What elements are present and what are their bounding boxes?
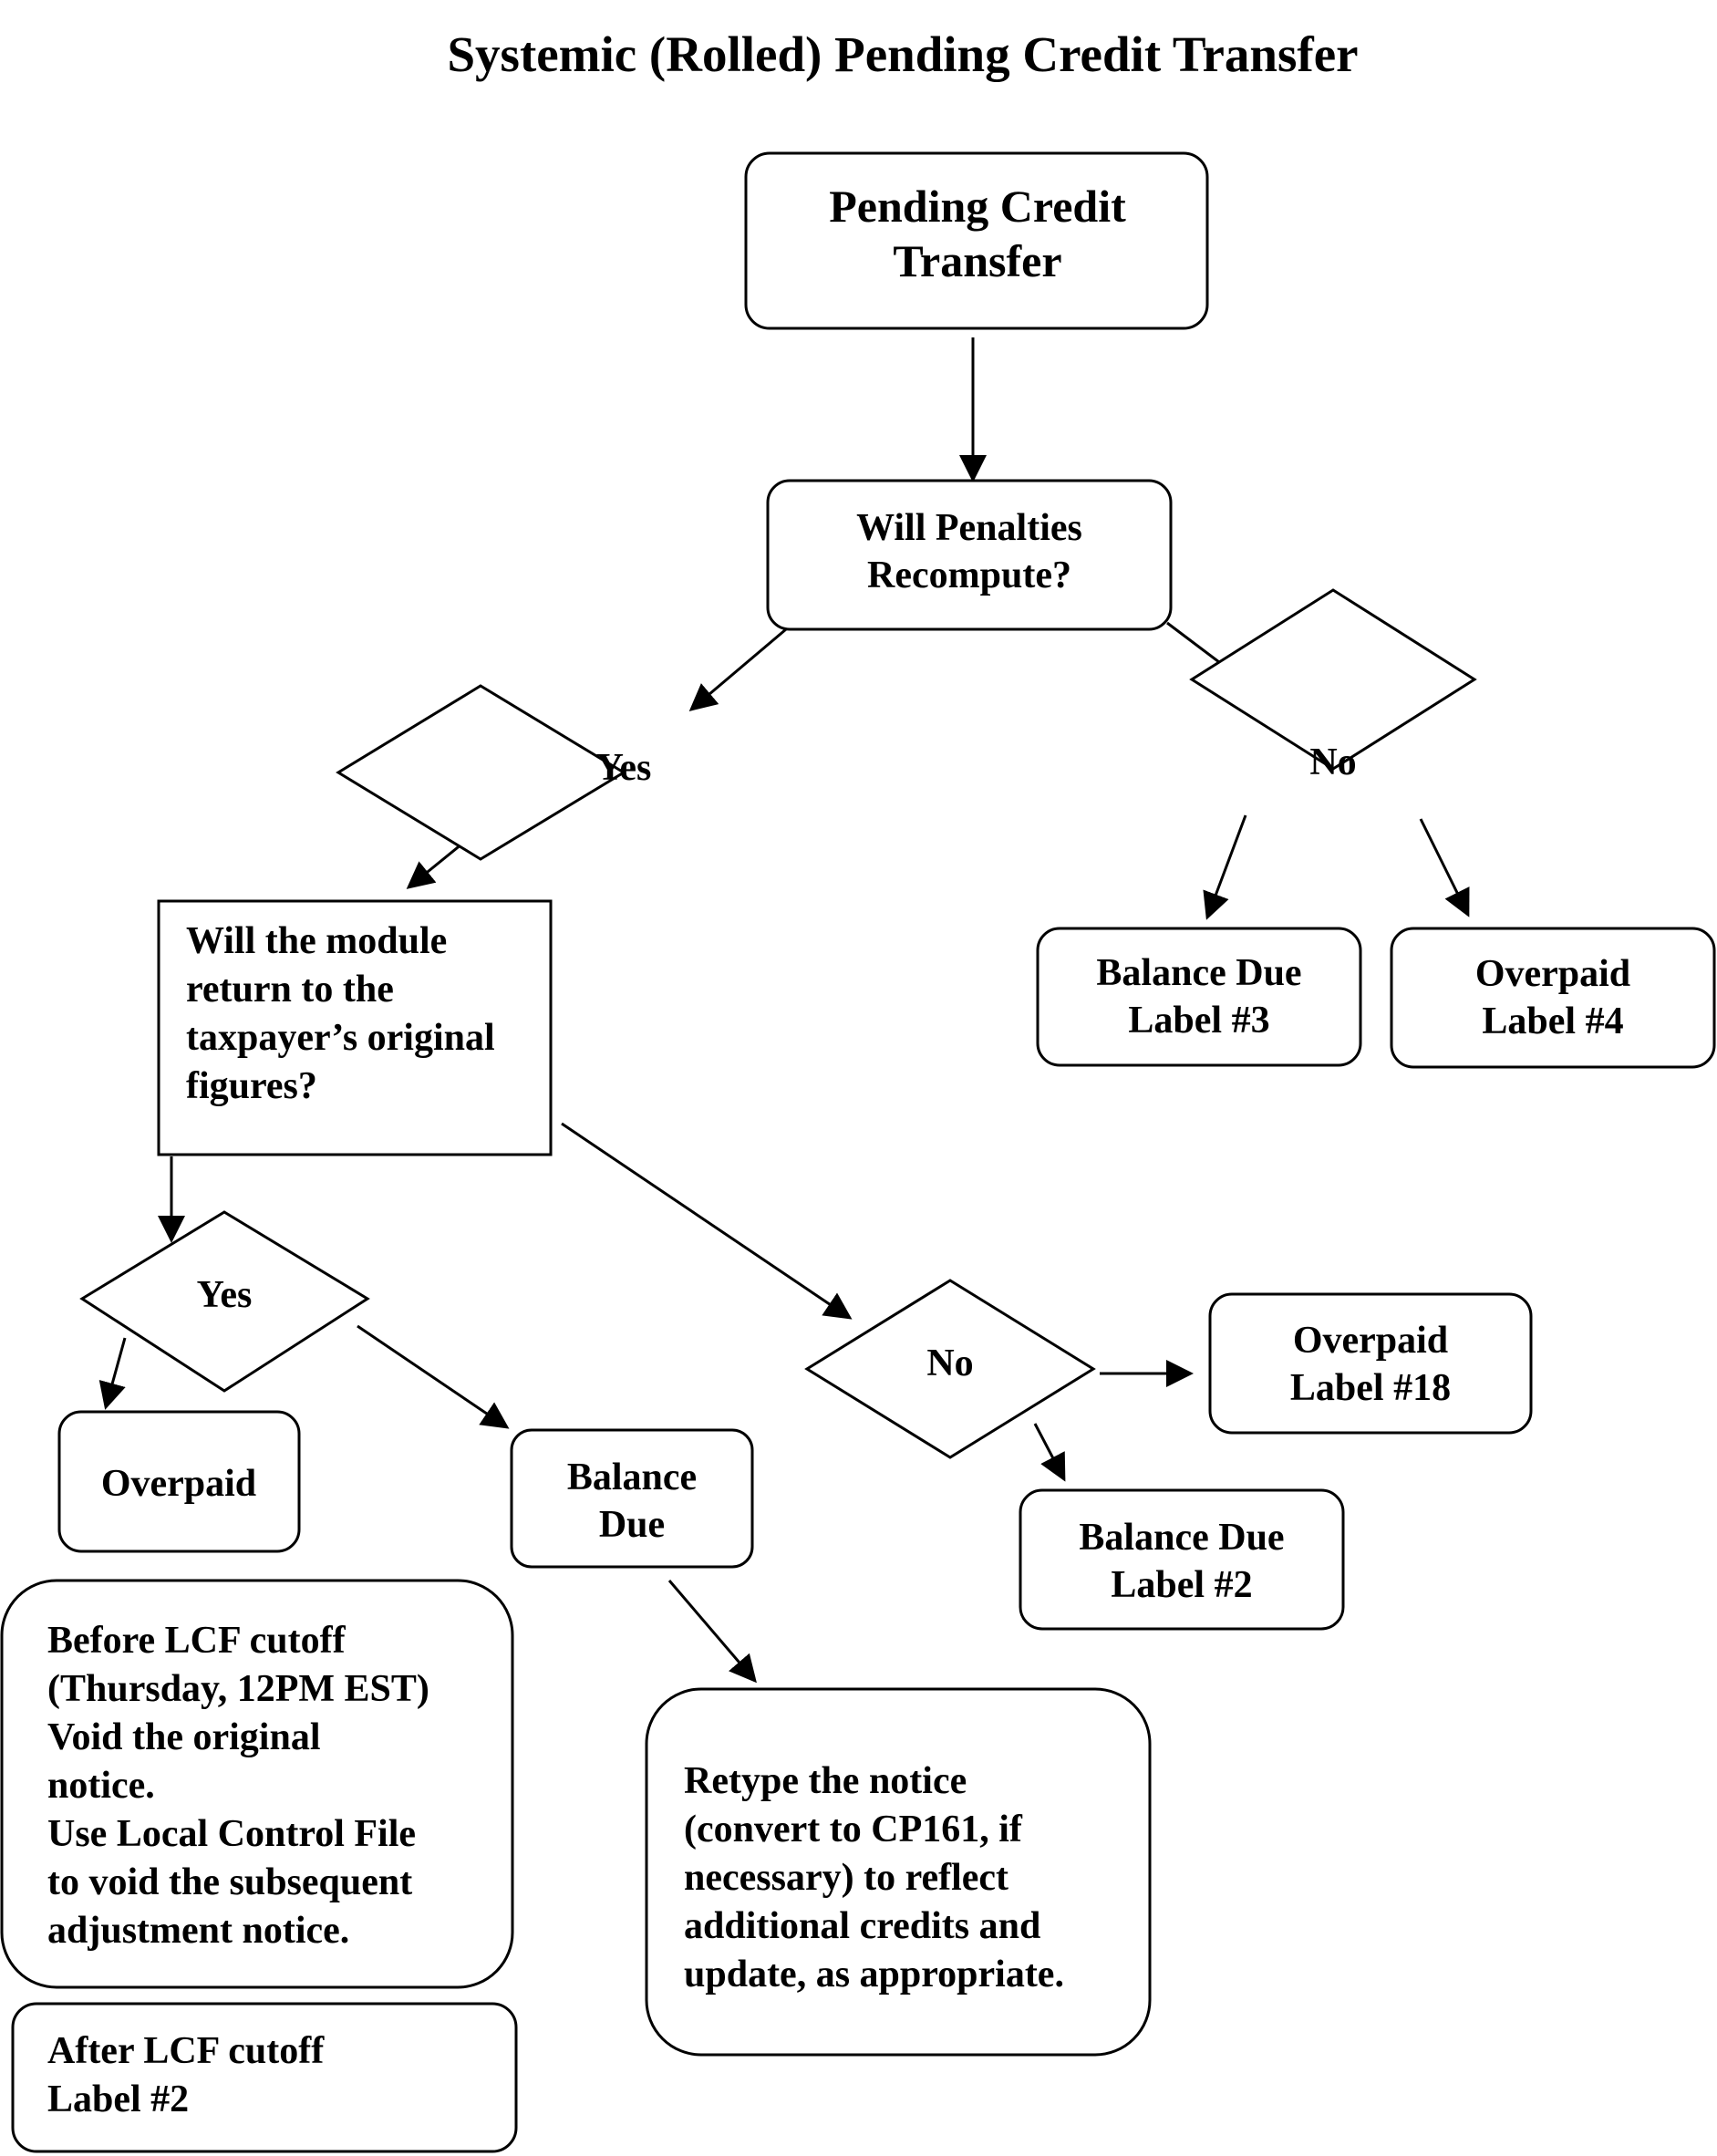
node-retype-notice-label: Retype the notice (convert to CP161, if ne…: [684, 1760, 1064, 1995]
node-balance-due-label-line-2: Due: [599, 1504, 665, 1546]
node-retype-notice-label-line-5: update, as appropriate.: [684, 1954, 1064, 1995]
node-overpaid-label4-label-line-2: Label #4: [1482, 1000, 1623, 1042]
node-retype-notice-label-line-4: additional credits and: [684, 1905, 1040, 1947]
node-pending-credit-transfer-label-line-1: Pending Credit: [829, 181, 1126, 232]
decision-yes-penalties: Yes: [336, 684, 652, 861]
decision-yes-penalties-label-line-1: Yes: [596, 747, 652, 789]
decision-no-module-label: No: [926, 1342, 973, 1384]
edge-balance-due-to-retype: [667, 1580, 757, 1684]
node-will-module-return-label: Will the module return to the taxpayer’s o…: [186, 920, 495, 1107]
node-balance-due-label2-label-line-2: Label #2: [1111, 1564, 1252, 1606]
node-will-penalties-recompute-label-line-1: Will Penalties: [856, 507, 1082, 549]
node-pending-credit-transfer-label-line-2: Transfer: [893, 235, 1061, 286]
node-retype-notice: Retype the notice (convert to CP161, if ne…: [645, 1687, 1152, 2057]
node-overpaid-label18-label-line-1: Overpaid: [1293, 1320, 1448, 1362]
decision-no-module-label-line-1: No: [926, 1342, 973, 1384]
decision-no-penalties-label-line-1: No: [1309, 741, 1356, 783]
node-balance-due-label3-label-line-1: Balance Due: [1096, 952, 1301, 994]
node-overpaid-label: Overpaid: [101, 1463, 256, 1505]
node-balance-due-label2-label-line-1: Balance Due: [1079, 1517, 1284, 1559]
edge-no-to-balance-label3: [1203, 814, 1247, 920]
node-retype-notice-label-line-2: (convert to CP161, if: [684, 1809, 1023, 1850]
node-will-module-return: Will the module return to the taxpayer’s o…: [157, 899, 553, 1156]
node-before-lcf-cutoff-label-line-7: adjustment notice.: [47, 1910, 349, 1952]
edge-module-to-no: [561, 1122, 853, 1320]
node-retype-notice-label-line-1: Retype the notice: [684, 1760, 967, 1802]
edge-yes-to-balance-due: [357, 1324, 510, 1429]
edge-yes-to-overpaid: [98, 1337, 127, 1410]
diagram-title: Systemic (Rolled) Pending Credit Transfe…: [447, 26, 1358, 82]
node-balance-due-label-line-1: Balance: [567, 1456, 697, 1498]
node-overpaid-label-line-1: Overpaid: [101, 1463, 256, 1505]
decision-no-penalties-label: No: [1309, 741, 1356, 783]
node-will-penalties-recompute-label-line-2: Recompute?: [867, 555, 1071, 596]
edge-no-to-overpaid-label4: [1419, 818, 1470, 917]
decision-yes-module-label-line-1: Yes: [197, 1274, 253, 1316]
node-retype-notice-label-line-3: necessary) to reflect: [684, 1857, 1008, 1899]
decision-yes-penalties-label: Yes: [596, 747, 652, 789]
node-overpaid-label18-label-line-2: Label #18: [1290, 1367, 1451, 1409]
node-overpaid: Overpaid: [57, 1410, 301, 1553]
decision-yes-module-label: Yes: [197, 1274, 253, 1316]
node-after-lcf-cutoff-label-line-1: After LCF cutoff: [47, 2030, 325, 2072]
node-overpaid-label4-label-line-1: Overpaid: [1475, 953, 1630, 995]
node-before-lcf-cutoff-label-line-1: Before LCF cutoff: [47, 1620, 347, 1662]
decision-no-penalties: No: [1189, 588, 1477, 783]
node-before-lcf-cutoff-label-line-5: Use Local Control File: [47, 1813, 416, 1855]
decision-no-module: No: [804, 1279, 1096, 1459]
node-after-lcf-cutoff-label-line-2: Label #2: [47, 2078, 189, 2120]
node-before-lcf-cutoff-label-line-2: (Thursday, 12PM EST): [47, 1668, 429, 1710]
node-before-lcf-cutoff-label-line-4: notice.: [47, 1765, 155, 1807]
edge-no-to-balance-label2: [1033, 1423, 1066, 1482]
edge-penalties-to-yes: [688, 627, 787, 711]
node-before-lcf-cutoff-label: Before LCF cutoff (Thursday, 12PM EST) Voi…: [47, 1620, 429, 1952]
node-before-lcf-cutoff: Before LCF cutoff (Thursday, 12PM EST) Voi…: [0, 1579, 514, 1989]
node-will-module-return-label-line-4: figures?: [186, 1065, 317, 1107]
node-will-module-return-label-line-1: Will the module: [186, 920, 447, 962]
node-balance-due-label3-label-line-2: Label #3: [1128, 1000, 1269, 1042]
decision-yes-module: Yes: [79, 1210, 370, 1393]
node-before-lcf-cutoff-label-line-6: to void the subsequent: [47, 1861, 412, 1903]
node-before-lcf-cutoff-label-line-3: Void the original: [47, 1716, 321, 1758]
node-will-module-return-label-line-2: return to the: [186, 969, 394, 1011]
node-will-module-return-label-line-3: taxpayer’s original: [186, 1017, 495, 1059]
